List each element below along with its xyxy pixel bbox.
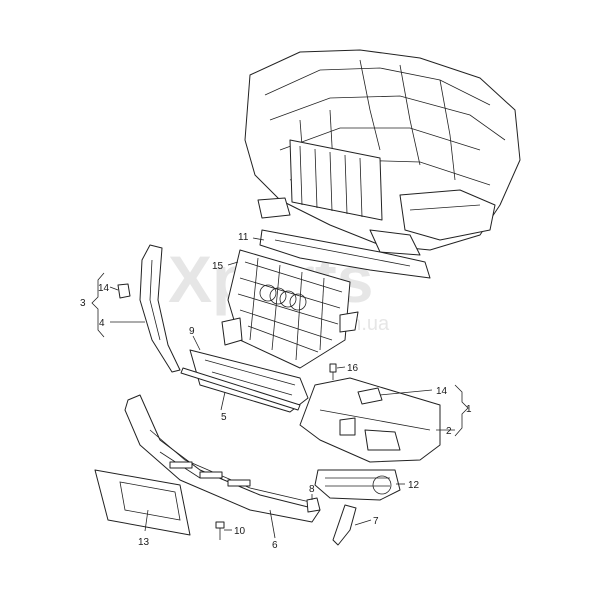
callout-2: 2 [446,426,452,437]
callout-7: 7 [373,516,379,527]
callout-9: 9 [189,326,195,337]
leader-lines [91,237,469,539]
part-8-clip [306,497,321,513]
part-4-left-trim [139,244,181,373]
part-10-screw [215,521,225,540]
part-5-seal-strip [180,367,301,411]
body-front-structure [244,49,521,256]
part-6-lower-spoiler [124,394,321,523]
callout-6: 6 [272,540,278,551]
part-11-carrier [259,229,431,279]
callout-8: 8 [309,484,315,495]
callout-14-left: 14 [98,283,110,294]
part-13-plate-holder [94,469,191,536]
callout-15: 15 [212,261,224,272]
part-7-trim-piece [332,504,357,546]
part-14-left-cap [117,283,131,299]
callout-13: 13 [138,537,150,548]
callout-4: 4 [99,318,105,329]
part-14-right-cap [357,387,383,405]
callout-3: 3 [80,298,86,309]
callout-5: 5 [221,412,227,423]
part-12-fog-grille [314,469,401,501]
callout-11: 11 [238,232,249,243]
callout-12: 12 [408,480,420,491]
part-15-radiator-grille [221,249,359,369]
callout-10: 10 [234,526,246,537]
part-16-bolt [329,363,337,380]
callout-1: 1 [466,404,472,415]
callout-labels: 1 2 3 4 5 6 7 8 9 10 11 12 13 14 14 15 1… [80,232,472,551]
callout-14-right: 14 [436,386,448,397]
callout-16: 16 [347,363,359,374]
part-2-bumper-cover [299,377,441,463]
